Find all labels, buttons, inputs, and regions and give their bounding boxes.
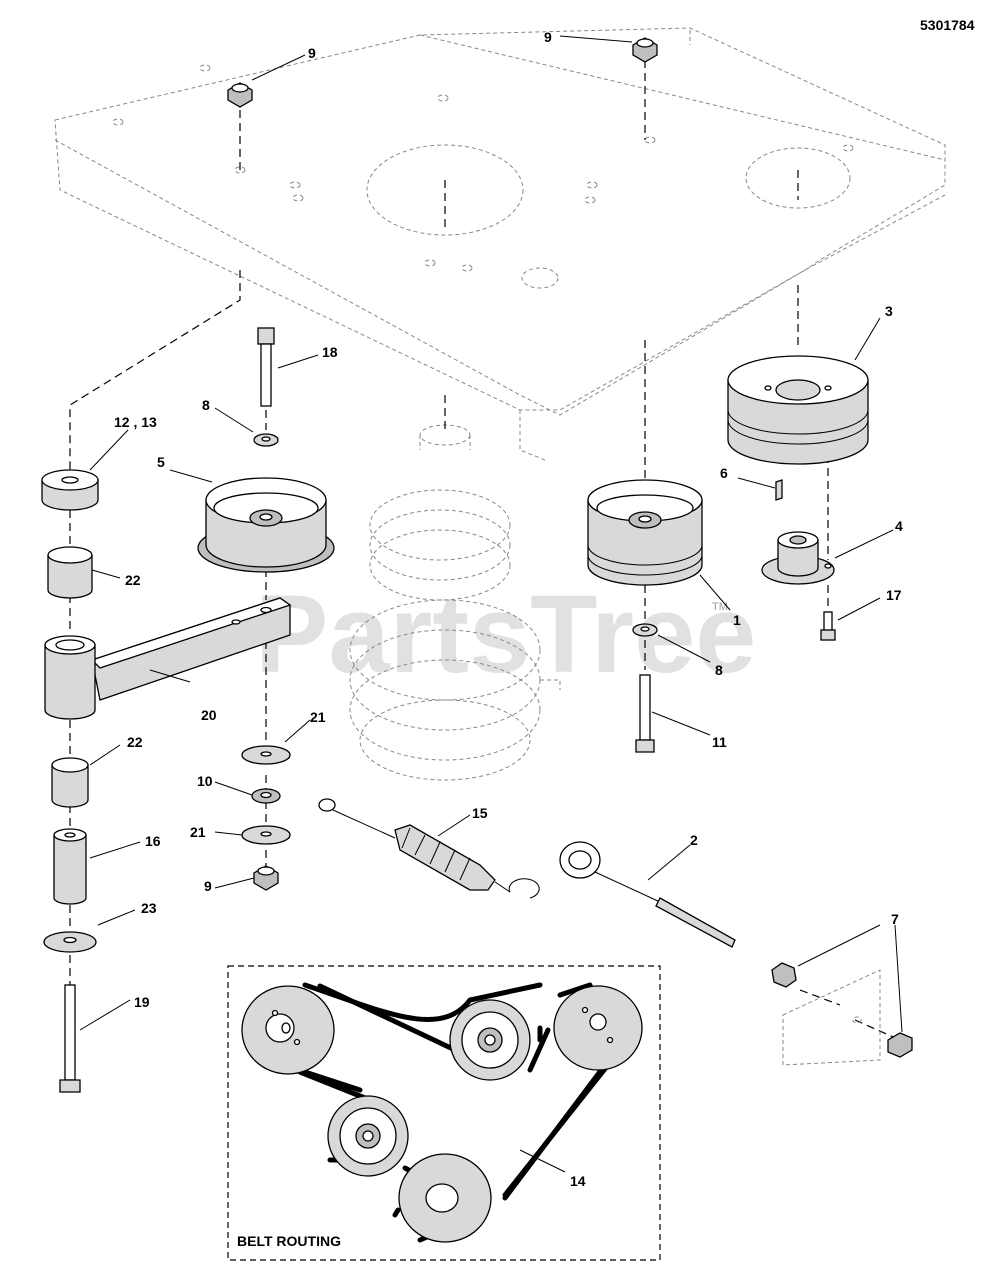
callout-4: 4: [895, 518, 903, 534]
callout-21-a: 21: [310, 709, 326, 725]
svg-text:TM: TM: [712, 601, 728, 613]
part-17-bolt: [820, 611, 836, 641]
callout-9-b: 9: [544, 29, 552, 45]
part-11-bolt: [635, 674, 655, 753]
part-21-washer-upper: [241, 745, 291, 765]
part-7-nuts: [771, 962, 913, 1058]
callout-7: 7: [891, 911, 899, 927]
callout-12-13: 12 , 13: [114, 414, 157, 430]
callout-10: 10: [197, 773, 213, 789]
part-2-eyebolt: [559, 841, 736, 948]
part-12-13-cap: [41, 469, 99, 511]
watermark: PartsTree TM: [255, 573, 756, 696]
callout-8-b: 8: [715, 662, 723, 678]
center-lines: [69, 60, 901, 1041]
callout-17: 17: [886, 587, 902, 603]
part-18-bolt: [257, 327, 275, 407]
callout-3: 3: [885, 303, 893, 319]
callout-14: 14: [570, 1173, 586, 1189]
part-16-spacer: [53, 828, 87, 905]
callout-6: 6: [720, 465, 728, 481]
part-22-bushing-upper: [47, 546, 93, 599]
inset-pulley-bottom-left: [327, 1095, 409, 1177]
callout-23: 23: [141, 900, 157, 916]
callout-20: 20: [201, 707, 217, 723]
belt-routing-label: BELT ROUTING: [237, 1233, 341, 1249]
callout-9-a: 9: [308, 45, 316, 61]
part-21-washer-lower: [241, 825, 291, 845]
callout-11: 11: [712, 734, 727, 750]
part-15-spring: [318, 798, 540, 899]
callout-21-b: 21: [190, 824, 206, 840]
callout-labels: 9 9 3 18 8 12 , 13 5 6 4 22 17 1 8 20 21…: [114, 29, 903, 1189]
part-9-nut-top-right: [632, 37, 658, 63]
bracket-phantom: [782, 969, 881, 1066]
inset-pulley-top-middle: [449, 999, 531, 1081]
part-20-idler-arm: [44, 597, 292, 720]
svg-text:PartsTree: PartsTree: [255, 573, 756, 696]
part-23-washer: [43, 931, 97, 953]
inset-pulley-bottom-center: [398, 1153, 492, 1243]
clutch-assembly-phantom: [349, 424, 561, 781]
inset-pulley-top-right: [553, 985, 643, 1071]
part-22-bushing-lower: [51, 757, 89, 808]
leader-lines: [79, 35, 903, 1173]
callout-5: 5: [157, 454, 165, 470]
part-5-idler-pulley: [197, 477, 335, 573]
callout-9-c: 9: [204, 878, 212, 894]
drawing-number: 5301784: [920, 17, 975, 33]
part-3-drive-pulley: [727, 355, 869, 465]
callout-22-a: 22: [125, 572, 141, 588]
part-10-lock-washer: [251, 788, 281, 804]
deck-plate-phantom: [54, 27, 946, 461]
part-8-washer-lower: [632, 623, 658, 637]
callout-1: 1: [733, 612, 741, 628]
callout-18: 18: [322, 344, 338, 360]
part-8-washer-upper: [253, 433, 279, 447]
part-4-hub: [761, 531, 835, 585]
callout-16: 16: [145, 833, 161, 849]
part-9-nut-lower: [253, 865, 279, 891]
part-6-key: [775, 479, 783, 501]
callout-22-b: 22: [127, 734, 143, 750]
part-1-idler-pulley: [587, 479, 703, 586]
part-19-bolt: [59, 984, 81, 1093]
inset-pulley-top-left: [241, 985, 335, 1075]
callout-19: 19: [134, 994, 150, 1010]
part-9-nut-top-left: [227, 82, 253, 108]
belt-routing-inset: BELT ROUTING: [227, 965, 661, 1261]
callout-2: 2: [690, 832, 698, 848]
callout-8-a: 8: [202, 397, 210, 413]
callout-15: 15: [472, 805, 488, 821]
